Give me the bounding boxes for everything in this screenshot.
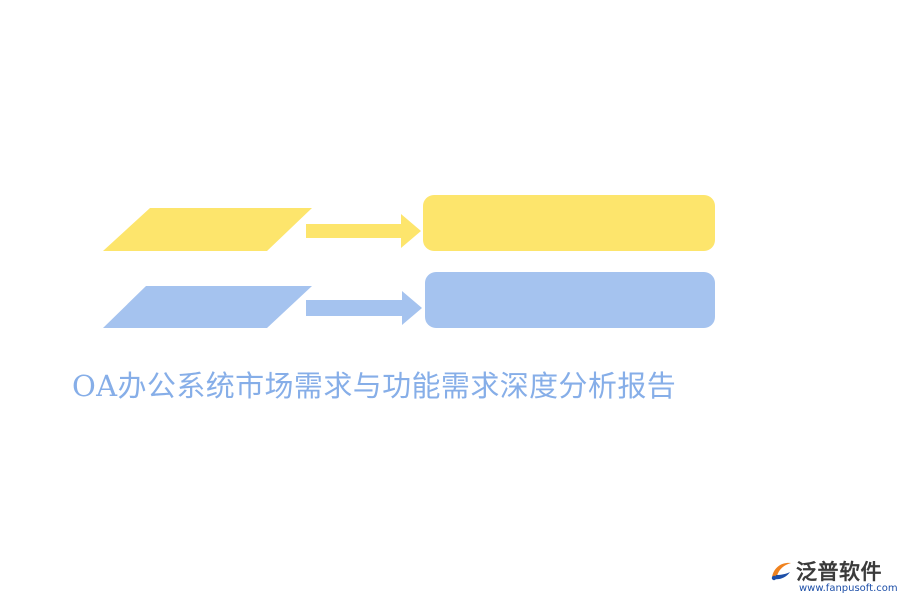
blue-parallelogram: [103, 286, 312, 328]
yellow-parallelogram: [103, 208, 312, 251]
logo-url[interactable]: www.fanpusoft.com: [799, 583, 898, 594]
fanpu-logo-icon: [771, 562, 791, 581]
report-title: OA办公系统市场需求与功能需求深度分析报告: [72, 369, 677, 403]
blue-box: [425, 272, 715, 328]
logo-name: 泛普软件: [796, 560, 882, 584]
fanpu-logo[interactable]: 泛普软件 www.fanpusoft.com: [768, 556, 898, 596]
yellow-box: [423, 195, 715, 251]
yellow-arrow: [306, 214, 421, 248]
blue-arrow: [306, 291, 422, 325]
